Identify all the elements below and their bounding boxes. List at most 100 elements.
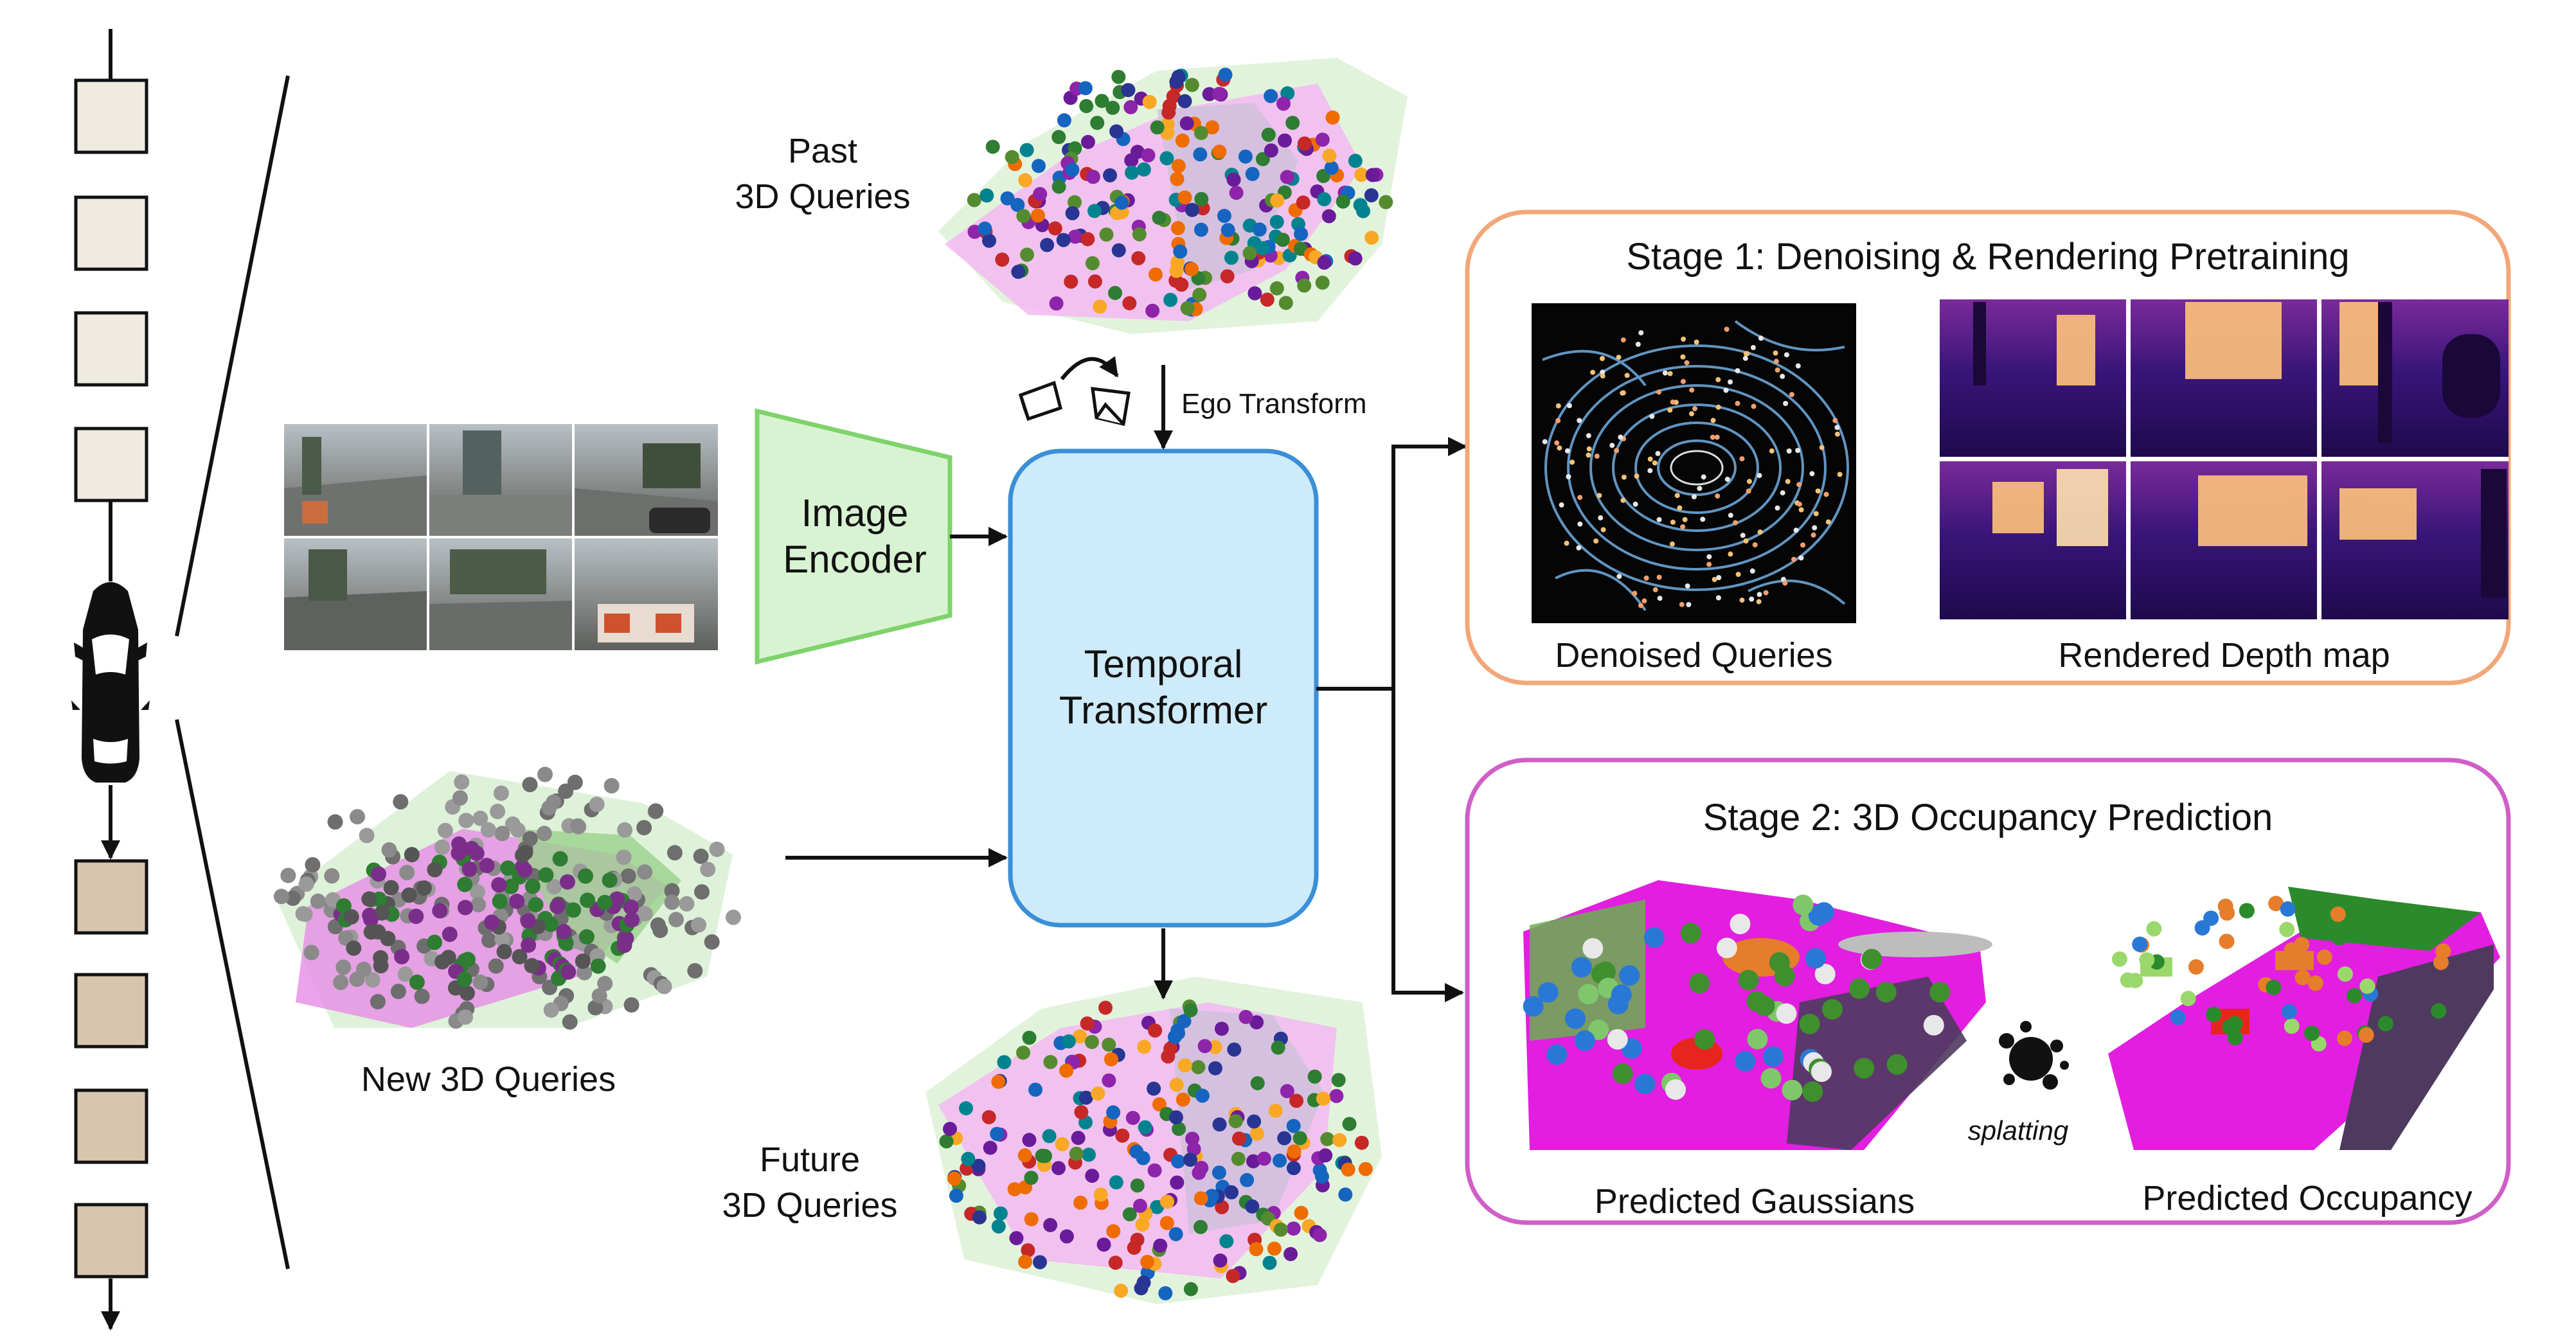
query-sphere [1179,116,1194,130]
query-sphere [1823,491,1829,497]
query-sphere [1834,431,1840,437]
query-sphere [1800,542,1805,548]
query-sphere [1680,524,1686,529]
query-sphere [1643,927,1665,948]
camera-icon [1018,380,1131,427]
depth-view-1 [1940,299,2126,457]
query-sphere [1715,493,1721,499]
query-sphere [1220,269,1235,284]
query-sphere [1208,1040,1222,1054]
query-sphere [2203,910,2219,926]
query-sphere [1285,116,1300,130]
query-sphere [1724,477,1730,482]
query-sphere [1746,479,1752,484]
query-sphere [1758,335,1764,341]
future-queries-label: Future 3D Queries [722,1140,898,1225]
query-sphere [1035,1148,1050,1163]
query-sphere [1647,468,1653,474]
query-sphere [597,894,613,910]
query-sphere [1061,1034,1076,1049]
timeline [71,29,290,1331]
query-sphere [1564,540,1570,546]
query-sphere [1743,538,1749,544]
query-sphere [1798,507,1804,513]
query-sphere [1701,474,1706,480]
query-sphere [637,864,653,880]
query-sphere [1348,251,1363,266]
query-sphere [1537,982,1559,1003]
query-sphere [1018,1255,1033,1269]
query-sphere [590,958,606,974]
query-sphere [1825,519,1831,525]
query-sphere [1750,345,1756,350]
query-sphere [1138,1120,1152,1135]
query-sphere [1043,1217,1058,1232]
query-sphere [1791,556,1796,562]
query-sphere [1040,238,1055,252]
query-sphere [1321,209,1336,224]
query-sphere [280,867,296,883]
query-sphere [991,1219,1006,1234]
query-sphere [1802,1081,1823,1102]
query-sphere [664,883,680,899]
query-sphere [700,862,716,878]
query-sphere [491,877,507,893]
query-sphere [349,971,365,987]
query-sphere [1103,168,1117,182]
query-sphere [524,878,541,894]
query-sphere [1677,505,1683,511]
rendered-depth-caption: Rendered Depth map [2058,636,2390,675]
query-sphere [979,188,994,203]
query-sphere [1043,1055,1058,1069]
query-sphere [521,937,537,953]
query-sphere [1689,973,1710,994]
query-sphere [985,139,1000,154]
query-sphere [1577,418,1582,423]
query-sphere [1691,494,1697,500]
query-sphere [1032,159,1046,173]
query-sphere [1565,1008,1586,1029]
query-sphere [409,974,425,990]
query-sphere [1204,1189,1219,1203]
query-sphere [1280,170,1294,184]
query-sphere [1180,301,1195,315]
query-sphere [1875,982,1897,1003]
query-sphere [1643,575,1649,581]
query-sphere [1193,147,1208,162]
query-sphere [1681,336,1686,342]
query-sphere [1136,162,1151,177]
query-sphere [1163,1041,1178,1056]
query-sphere [1813,902,1834,923]
query-sphere [1102,1038,1116,1052]
query-sphere [1715,376,1721,382]
query-sphere [604,778,620,793]
query-sphere [1576,545,1582,551]
query-sphere [1249,1015,1264,1030]
query-sphere [324,868,340,884]
query-sphere [1170,1175,1185,1190]
query-sphere [1756,599,1762,605]
query-sphere [1795,363,1801,369]
query-sphere [1590,369,1596,375]
query-sphere [1744,351,1750,357]
query-sphere [1255,241,1270,256]
query-sphere [1194,1219,1208,1234]
query-sphere [2337,1031,2352,1046]
past-queries-scene [938,58,1408,334]
query-sphere [1669,541,1675,547]
query-sphere [1728,551,1733,557]
query-sphere [1322,148,1337,163]
query-sphere [461,862,478,877]
query-sphere [1130,145,1145,159]
query-sphere [1762,1046,1784,1067]
query-sphere [1016,1045,1030,1060]
query-sphere [404,847,420,863]
query-sphere [1763,590,1769,596]
query-sphere [1111,69,1126,84]
query-sphere [1929,982,1951,1003]
query-sphere [616,849,632,865]
query-sphere [1177,1058,1192,1073]
query-sphere [648,803,664,819]
query-sphere [1264,143,1278,158]
